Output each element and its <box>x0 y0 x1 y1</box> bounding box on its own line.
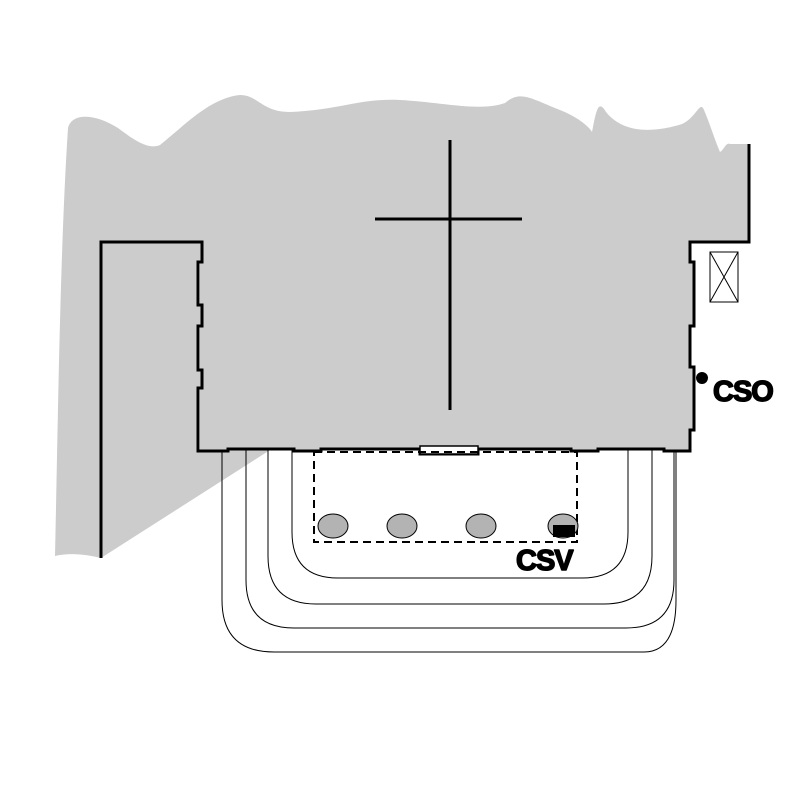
cso-marker-dot <box>696 372 708 384</box>
cso-label: CSO <box>713 376 773 408</box>
csv-marker-square <box>553 525 575 537</box>
dashed-zone <box>313 451 578 543</box>
bollard-3 <box>465 513 497 539</box>
bollard-icon <box>317 513 579 539</box>
entrance-door <box>419 445 479 455</box>
curb-lines <box>221 450 677 653</box>
cross-icon <box>375 140 522 410</box>
csv-label: CSV <box>516 545 574 577</box>
bollard-2 <box>386 513 418 539</box>
bollard-1 <box>317 513 349 539</box>
crossed-box-icon <box>709 251 739 303</box>
